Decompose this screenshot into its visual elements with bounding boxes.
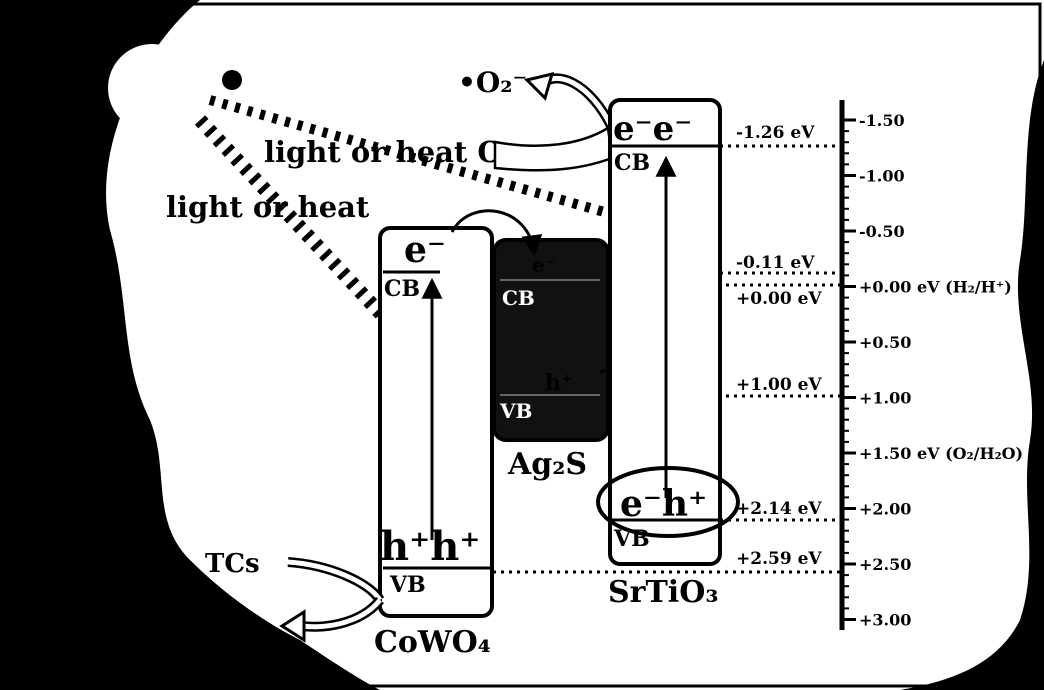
- ag2s-vb-label: VB: [499, 399, 532, 423]
- scale-tick-label: +1.50 eV (O₂/H₂O): [859, 444, 1023, 463]
- scale-tick-label: -1.00: [859, 167, 905, 186]
- srtio3-vb-label: VB: [613, 526, 650, 552]
- light-ray-srtio3: [208, 95, 652, 230]
- srtio3-cb-label: CB: [614, 150, 650, 176]
- level-vb-ag2s: +1.00 eV: [736, 375, 822, 395]
- oxygen-arrow-head: [524, 71, 555, 101]
- superoxide-label: •O₂⁻: [458, 66, 527, 99]
- cowo4-holes-label: h⁺h⁺: [380, 523, 480, 570]
- energy-scale-ticks: -1.50 -1.00 -0.50 +0.00 eV (H₂/H⁺) +0.50 +1.0…: [842, 111, 1023, 630]
- electron-transfer-arrow: [450, 209, 543, 257]
- level-cb-srtio3: -1.26 eV: [736, 123, 815, 143]
- ag2s-electron-label: e⁻: [532, 253, 555, 277]
- scale-tick-label: +0.00 eV (H₂/H⁺): [859, 278, 1012, 297]
- tcs-label: TCs: [205, 549, 260, 579]
- srtio3-pair-label: e⁻h⁺: [620, 483, 707, 525]
- light-label-1: light or heat O₂: [264, 135, 515, 169]
- scale-tick-label: +2.00: [859, 500, 911, 519]
- cowo4-name: CoWO₄: [374, 625, 491, 660]
- ag2s-name: Ag₂S: [507, 447, 587, 482]
- ag2s-cb-label: CB: [502, 286, 535, 310]
- cowo4-cb-label: CB: [384, 276, 420, 302]
- srtio3-name: SrTiO₃: [608, 575, 718, 610]
- spot-decoration: [222, 70, 242, 90]
- level-vb-srtio3: +2.14 eV: [736, 499, 822, 519]
- product-arrow-head: [279, 609, 306, 643]
- scale-tick-label: +0.50: [859, 333, 911, 352]
- cowo4-vb-label: VB: [389, 572, 426, 598]
- dark-region-right: [900, 60, 1044, 690]
- cowo4-electron-label: e⁻: [404, 229, 446, 271]
- level-vb-cowo4: +2.59 eV: [736, 549, 822, 569]
- level-cb-ag2s: -0.11 eV: [736, 253, 815, 273]
- scale-tick-label: -1.50: [859, 111, 905, 130]
- co2-label: CO₂: [210, 613, 265, 643]
- recombination-ellipse: [596, 466, 740, 538]
- light-label-2: light or heat: [166, 190, 370, 224]
- tcs-arrow-fill: [287, 559, 383, 602]
- ag2s-hole-label: h⁺: [545, 370, 573, 396]
- light-source-icon: [108, 44, 196, 132]
- dark-region-left: [0, 0, 380, 690]
- level-cb-cowo4: +0.00 eV: [736, 289, 822, 309]
- scale-tick-label: -0.50: [859, 222, 905, 241]
- srtio3-electrons-label: e⁻e⁻: [613, 109, 692, 149]
- scale-tick-label: +3.00: [859, 611, 911, 630]
- scale-tick-label: +2.50: [859, 555, 911, 574]
- scale-tick-label: +1.00: [859, 389, 911, 408]
- h2o-label: H₂O: [212, 645, 271, 675]
